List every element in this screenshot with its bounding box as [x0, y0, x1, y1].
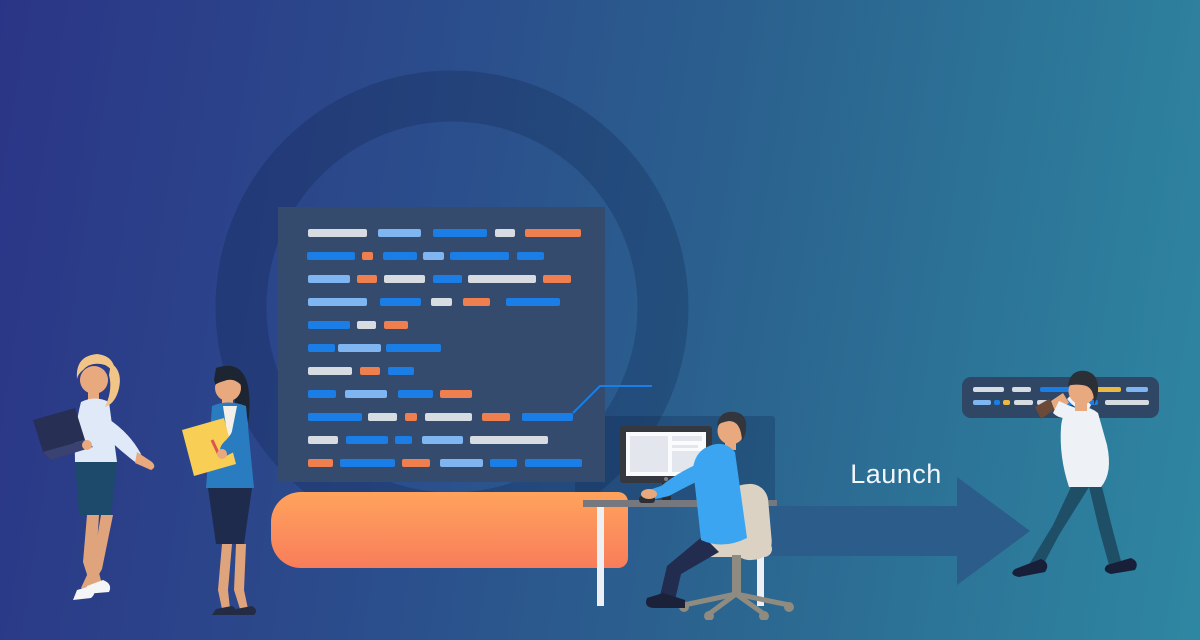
code-line-segment	[345, 390, 387, 398]
code-line-segment	[380, 298, 421, 306]
hair	[1068, 370, 1099, 405]
blonde-hair	[76, 354, 116, 379]
code-line-segment	[386, 344, 441, 352]
code-line-segment	[308, 275, 350, 283]
code-line-segment	[543, 275, 571, 283]
shoe	[212, 606, 237, 615]
code-panel	[278, 207, 605, 482]
shoe	[1012, 559, 1048, 577]
code-line-segment	[431, 298, 452, 306]
code-line-segment	[1040, 387, 1090, 392]
hand	[1035, 399, 1055, 419]
code-line-segment	[405, 413, 417, 421]
code-line-segment	[308, 298, 367, 306]
woman-with-laptop	[33, 354, 155, 600]
code-line-segment	[470, 436, 548, 444]
code-line-segment	[495, 229, 515, 237]
code-line-segment	[360, 367, 380, 375]
code-line-segment	[384, 275, 425, 283]
shoe	[1104, 558, 1137, 574]
code-line-segment	[308, 459, 333, 467]
code-line-segment	[425, 413, 472, 421]
code-line-segment	[422, 436, 463, 444]
code-line-segment	[1012, 387, 1031, 392]
code-line-segment	[1105, 400, 1149, 405]
code-line-segment	[463, 298, 490, 306]
code-line-segment	[1003, 400, 1010, 405]
seated-man	[639, 411, 747, 608]
developer-at-desk	[639, 411, 794, 620]
code-line-segment	[402, 459, 430, 467]
code-line-segment	[308, 229, 367, 237]
code-line-segment	[994, 400, 1000, 405]
code-line-segment	[1014, 400, 1033, 405]
code-line-segment	[973, 387, 1004, 392]
code-line-segment	[308, 390, 336, 398]
code-line-segment	[338, 344, 381, 352]
code-line-segment	[506, 298, 560, 306]
launch-label: Launch	[850, 459, 942, 489]
hand	[135, 452, 155, 470]
code-line-segment	[433, 275, 462, 283]
desk-leg	[597, 507, 604, 606]
code-line-segment	[308, 413, 362, 421]
code-line-segment	[308, 321, 350, 329]
code-line-segment	[357, 275, 377, 283]
code-line-segment	[433, 229, 487, 237]
code-line-segment	[388, 367, 414, 375]
code-line-segment	[490, 459, 517, 467]
code-line-segment	[357, 321, 376, 329]
code-line-segment	[383, 252, 417, 260]
desk	[583, 500, 777, 507]
code-line-segment	[340, 459, 395, 467]
skirt	[208, 488, 252, 544]
code-line-segment	[368, 413, 397, 421]
man-carrying-code	[1012, 370, 1137, 577]
code-line-segment	[1126, 387, 1148, 392]
code-line-segment	[346, 436, 388, 444]
code-line-segment	[450, 252, 509, 260]
code-line-segment	[308, 344, 335, 352]
code-line-segment	[517, 252, 544, 260]
code-line-segment	[440, 459, 483, 467]
code-line-segment	[1096, 387, 1121, 392]
code-line-segment	[362, 252, 373, 260]
code-line-segment	[384, 321, 408, 329]
code-line-segment	[378, 229, 421, 237]
code-line-segment	[525, 459, 582, 467]
code-line-segment	[468, 275, 536, 283]
shirt	[1060, 406, 1109, 487]
code-line-segment	[525, 229, 581, 237]
yellow-folder	[182, 418, 236, 476]
heel	[73, 586, 95, 600]
code-line-segment	[522, 413, 573, 421]
woman-with-folder	[182, 365, 257, 615]
code-line-segment	[398, 390, 433, 398]
code-line-segment	[482, 413, 510, 421]
code-line-segment	[440, 390, 472, 398]
code-line-segment	[345, 252, 355, 260]
code-line-segment	[308, 436, 338, 444]
code-line-segment	[973, 400, 991, 405]
shoe	[234, 606, 257, 615]
code-line-segment	[307, 252, 349, 260]
progress-platform-bar	[271, 492, 628, 568]
code-line-segment	[308, 367, 352, 375]
laptop	[33, 408, 85, 452]
code-line-segment	[423, 252, 444, 260]
skirt	[75, 462, 117, 515]
code-line-segment	[395, 436, 412, 444]
